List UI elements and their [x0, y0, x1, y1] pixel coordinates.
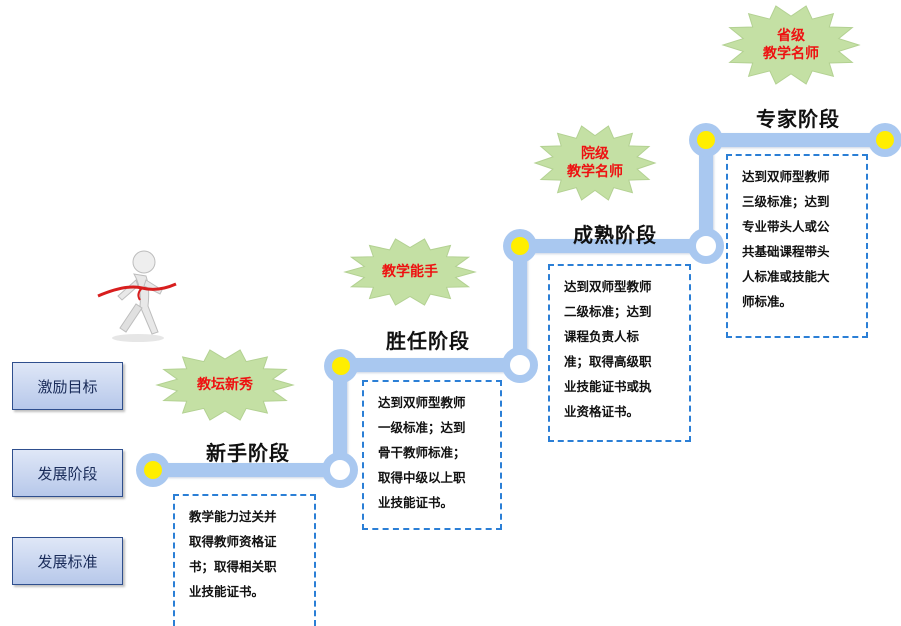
award-label: 教坛新秀 — [197, 377, 253, 393]
standard-box: 教学能力过关并 取得教师资格证 书；取得相关职 业技能证书。 — [173, 494, 316, 626]
legend-incentive-target: 激励目标 — [12, 362, 123, 410]
stage-dot — [503, 229, 537, 263]
standard-line: 二级标准；达到 — [564, 304, 652, 319]
stage-title: 新手阶段 — [206, 441, 290, 465]
path-node — [502, 347, 538, 383]
award-burst — [155, 349, 295, 421]
stage-dot — [868, 123, 901, 157]
standard-line: 达到双师型教师 — [378, 395, 466, 410]
stage-title: 专家阶段 — [756, 107, 840, 131]
stage-title: 成熟阶段 — [573, 223, 657, 247]
path-node — [322, 452, 358, 488]
standard-line: 专业带头人或公 — [742, 219, 830, 234]
standard-line: 骨干教师标准； — [378, 445, 466, 460]
standard-line: 共基础课程带头 — [742, 244, 830, 259]
legend-label: 发展标准 — [37, 552, 98, 571]
standard-line: 业资格证书。 — [564, 404, 640, 419]
award-label: 院级 教学名师 — [567, 146, 623, 180]
standard-line: 教学能力过关并 — [189, 509, 277, 524]
stage-dot — [689, 123, 723, 157]
standard-line: 书；取得相关职 — [189, 559, 277, 574]
stage-dot — [136, 453, 170, 487]
standard-line: 达到双师型教师 — [564, 279, 652, 294]
standard-line: 业技能证书。 — [189, 584, 265, 599]
legend-label: 激励目标 — [37, 377, 98, 396]
standard-line: 三级标准；达到 — [742, 194, 830, 209]
standard-box: 达到双师型教师 一级标准；达到 骨干教师标准； 取得中级以上职 业技能证书。 — [362, 380, 502, 530]
standard-box: 达到双师型教师 三级标准；达到 专业带头人或公 共基础课程带头 人标准或技能大 … — [726, 154, 868, 338]
stage-dot — [324, 349, 358, 383]
award-label: 省级 教学名师 — [763, 28, 819, 62]
standard-line: 业技能证书。 — [378, 495, 454, 510]
standard-line: 师标准。 — [742, 294, 793, 309]
standard-box: 达到双师型教师 二级标准；达到 课程负责人标 准；取得高级职 业技能证书或执 业… — [548, 264, 691, 442]
standard-line: 取得教师资格证 — [189, 534, 277, 549]
standard-line: 达到双师型教师 — [742, 169, 830, 184]
award-burst — [721, 5, 861, 85]
path-node — [688, 228, 724, 264]
standard-line: 人标准或技能大 — [742, 269, 830, 284]
standard-line: 取得中级以上职 — [378, 470, 466, 485]
award-burst — [533, 125, 657, 201]
standard-line: 业技能证书或执 — [564, 379, 652, 394]
standard-line: 准；取得高级职 — [564, 354, 652, 369]
award-burst — [343, 238, 477, 306]
legend-label: 发展阶段 — [37, 464, 98, 483]
award-label: 教学能手 — [382, 264, 438, 280]
legend-development-standard: 发展标准 — [12, 537, 123, 585]
legend-development-stage: 发展阶段 — [12, 449, 123, 497]
runner-figure-icon — [97, 250, 177, 342]
standard-line: 一级标准；达到 — [378, 420, 466, 435]
standard-line: 课程负责人标 — [564, 329, 640, 344]
stage-title: 胜任阶段 — [386, 329, 470, 353]
